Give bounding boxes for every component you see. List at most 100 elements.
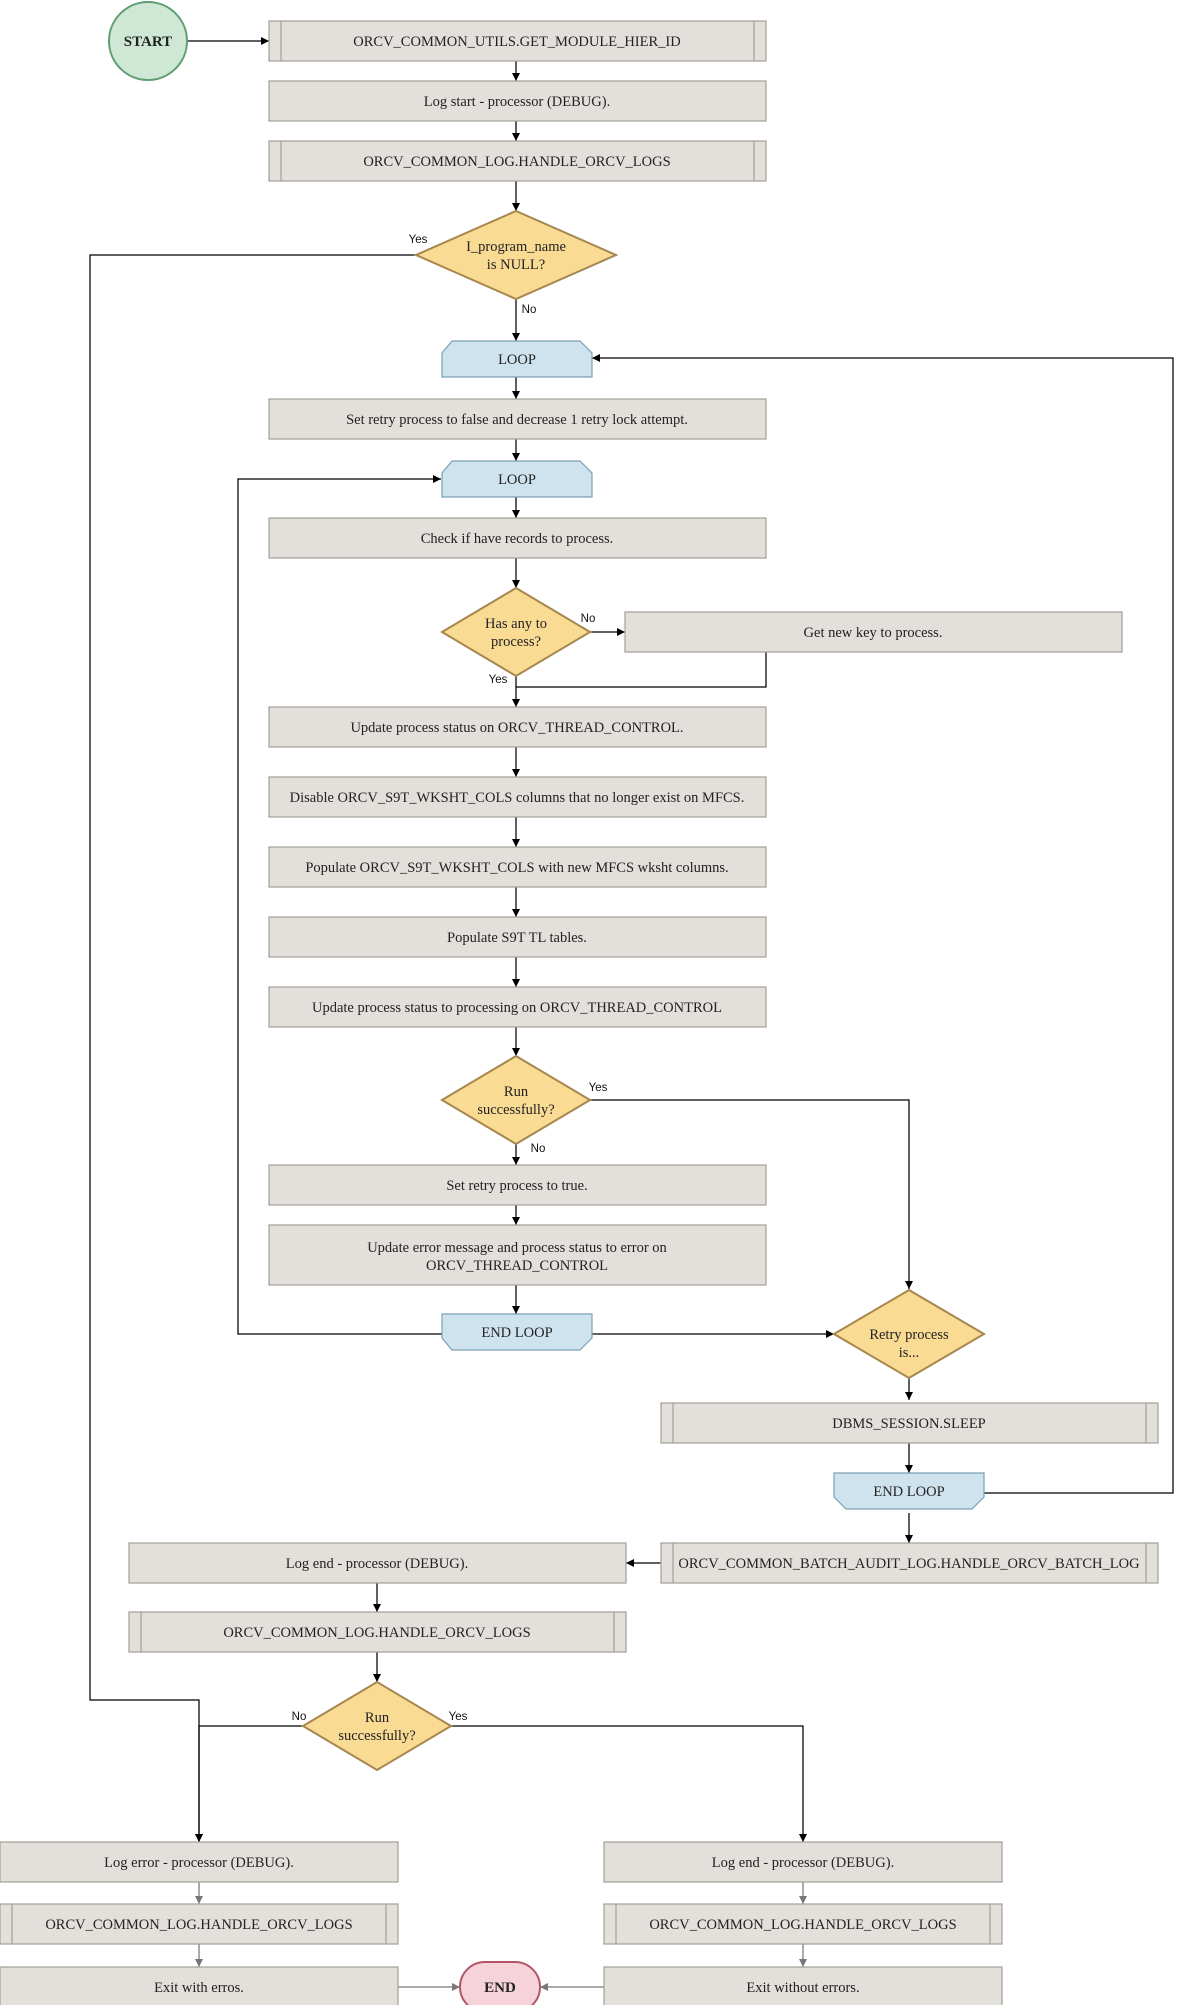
decision-diamond: [832, 1288, 986, 1380]
decision-label-line-1: I_program_name: [466, 239, 566, 255]
run2-no-label: No: [292, 1711, 307, 1723]
process-label: Log end - processor (DEBUG).: [286, 1556, 468, 1572]
loop-start-inner: LOOP: [441, 460, 593, 498]
subprocess-box: [660, 1402, 1159, 1444]
subprocess-handle-logs-4: ORCV_COMMON_LOG.HANDLE_ORCV_LOGS: [603, 1903, 1003, 1945]
process-box: [128, 1542, 627, 1584]
edge-end-loop-inner-back: [237, 475, 442, 1335]
has-any-yes-label: Yes: [489, 674, 508, 686]
process-box: [268, 517, 767, 559]
subprocess-get-module-hier-id: ORCV_COMMON_UTILS.GET_MODULE_HIER_ID: [268, 20, 767, 62]
process-populate-tl: Populate S9T TL tables.: [268, 916, 767, 958]
process-label: Exit with erros.: [154, 1980, 244, 1996]
process-label: Update process status on ORCV_THREAD_CON…: [350, 720, 683, 736]
process-label: Update process status to processing on O…: [312, 1000, 722, 1016]
edge-run2-no-to-log-error: [195, 1725, 303, 1842]
subprocess-handle-logs-3: ORCV_COMMON_LOG.HANDLE_ORCV_LOGS: [0, 1903, 399, 1945]
decision-label-line-1: Run: [365, 1710, 390, 1726]
start-circle: [109, 2, 187, 80]
subprocess-box: [0, 1903, 399, 1945]
start-node: START: [108, 1, 188, 81]
process-box: [0, 1841, 399, 1883]
subprocess-dbms-sleep: DBMS_SESSION.SLEEP: [660, 1402, 1159, 1444]
process-update-error: Update error message and process status …: [268, 1224, 767, 1286]
loop-end-outer: END LOOP: [833, 1472, 985, 1510]
process-box: [268, 398, 767, 440]
decision-diamond: [440, 1054, 592, 1146]
subprocess-batch-audit: ORCV_COMMON_BATCH_AUDIT_LOG.HANDLE_ORCV_…: [660, 1542, 1159, 1584]
process-exit-errors: Exit with erros.: [0, 1966, 399, 2005]
process-set-retry-false: Set retry process to false and decrease …: [268, 398, 767, 440]
edges: [89, 37, 1174, 1991]
loop-shape: [441, 1313, 593, 1351]
process-label: Exit without errors.: [746, 1980, 859, 1996]
process-label: Check if have records to process.: [421, 531, 613, 547]
run1-yes-label: Yes: [589, 1082, 608, 1094]
decision-label-line-2: successfully?: [338, 1728, 415, 1744]
decision-diamond: [301, 1680, 453, 1772]
loop-label: LOOP: [498, 472, 536, 488]
loop-shape: [441, 460, 593, 498]
edge-run1-yes-to-retry: [590, 1099, 913, 1289]
process-label: Populate S9T TL tables.: [447, 930, 587, 946]
edge-end-loop-outer-back: [592, 354, 1174, 1494]
process-label-line-1: Update error message and process status …: [367, 1240, 667, 1256]
process-box: [268, 776, 767, 818]
subprocess-label: ORCV_COMMON_BATCH_AUDIT_LOG.HANDLE_ORCV_…: [678, 1556, 1140, 1572]
subprocess-label: ORCV_COMMON_LOG.HANDLE_ORCV_LOGS: [649, 1917, 956, 1933]
loop-shape: [441, 340, 593, 378]
process-disable-cols: Disable ORCV_S9T_WKSHT_COLS columns that…: [268, 776, 767, 818]
process-log-start: Log start - processor (DEBUG).: [268, 80, 767, 122]
process-label: Populate ORCV_S9T_WKSHT_COLS with new MF…: [305, 860, 728, 876]
process-label: Set retry process to false and decrease …: [346, 412, 688, 428]
edge-labels: Yes No No Yes Yes No No Yes: [292, 234, 608, 1723]
subprocess-label: ORCV_COMMON_UTILS.GET_MODULE_HIER_ID: [353, 34, 680, 50]
subprocess-label: ORCV_COMMON_LOG.HANDLE_ORCV_LOGS: [45, 1917, 352, 1933]
process-box: [268, 986, 767, 1028]
process-populate-cols: Populate ORCV_S9T_WKSHT_COLS with new MF…: [268, 846, 767, 888]
decision-label-line-2: successfully?: [477, 1102, 554, 1118]
edge-null-yes-to-log-error: [89, 254, 416, 1842]
end-label: END: [484, 1980, 516, 1996]
end-terminator: [459, 1961, 541, 2005]
process-get-new-key: Get new key to process.: [624, 611, 1123, 653]
decision-has-any: Has any to process?: [440, 586, 592, 678]
decision-label-line-2: is...: [899, 1345, 920, 1361]
decision-retry-process: Retry process is...: [832, 1288, 986, 1380]
edge-run2-yes-to-log-end: [451, 1725, 807, 1842]
process-update-status: Update process status on ORCV_THREAD_CON…: [268, 706, 767, 748]
end-node: END: [459, 1961, 541, 2005]
process-update-processing: Update process status to processing on O…: [268, 986, 767, 1028]
loop-shape: [833, 1472, 985, 1510]
edge-new-key-back: [516, 652, 767, 688]
process-box: [268, 706, 767, 748]
subprocess-box: [268, 20, 767, 62]
decision-run-success-2: Run successfully?: [301, 1680, 453, 1772]
decision-label-line-2: is NULL?: [487, 257, 545, 273]
process-label: Log error - processor (DEBUG).: [104, 1855, 294, 1871]
subprocess-label: ORCV_COMMON_LOG.HANDLE_ORCV_LOGS: [363, 154, 670, 170]
process-set-retry-true: Set retry process to true.: [268, 1164, 767, 1206]
subprocess-label: DBMS_SESSION.SLEEP: [832, 1416, 986, 1432]
process-box: [0, 1966, 399, 2005]
subprocess-box: [603, 1903, 1003, 1945]
loop-end-inner: END LOOP: [441, 1313, 593, 1351]
start-label: START: [124, 34, 172, 50]
process-log-end-1: Log end - processor (DEBUG).: [128, 1542, 627, 1584]
subprocess-handle-logs-1: ORCV_COMMON_LOG.HANDLE_ORCV_LOGS: [268, 140, 767, 182]
process-box: [268, 1164, 767, 1206]
process-exit-ok: Exit without errors.: [603, 1966, 1003, 2005]
null-yes-label: Yes: [409, 234, 428, 246]
subprocess-box: [128, 1611, 627, 1653]
run1-no-label: No: [531, 1143, 546, 1155]
subprocess-label: ORCV_COMMON_LOG.HANDLE_ORCV_LOGS: [223, 1625, 530, 1641]
process-box: [624, 611, 1123, 653]
process-box: [603, 1966, 1003, 2005]
decision-diamond: [440, 586, 592, 678]
decision-diamond: [413, 209, 619, 301]
loop-label: END LOOP: [873, 1484, 944, 1500]
run2-yes-label: Yes: [449, 1711, 468, 1723]
process-box: [603, 1841, 1003, 1883]
